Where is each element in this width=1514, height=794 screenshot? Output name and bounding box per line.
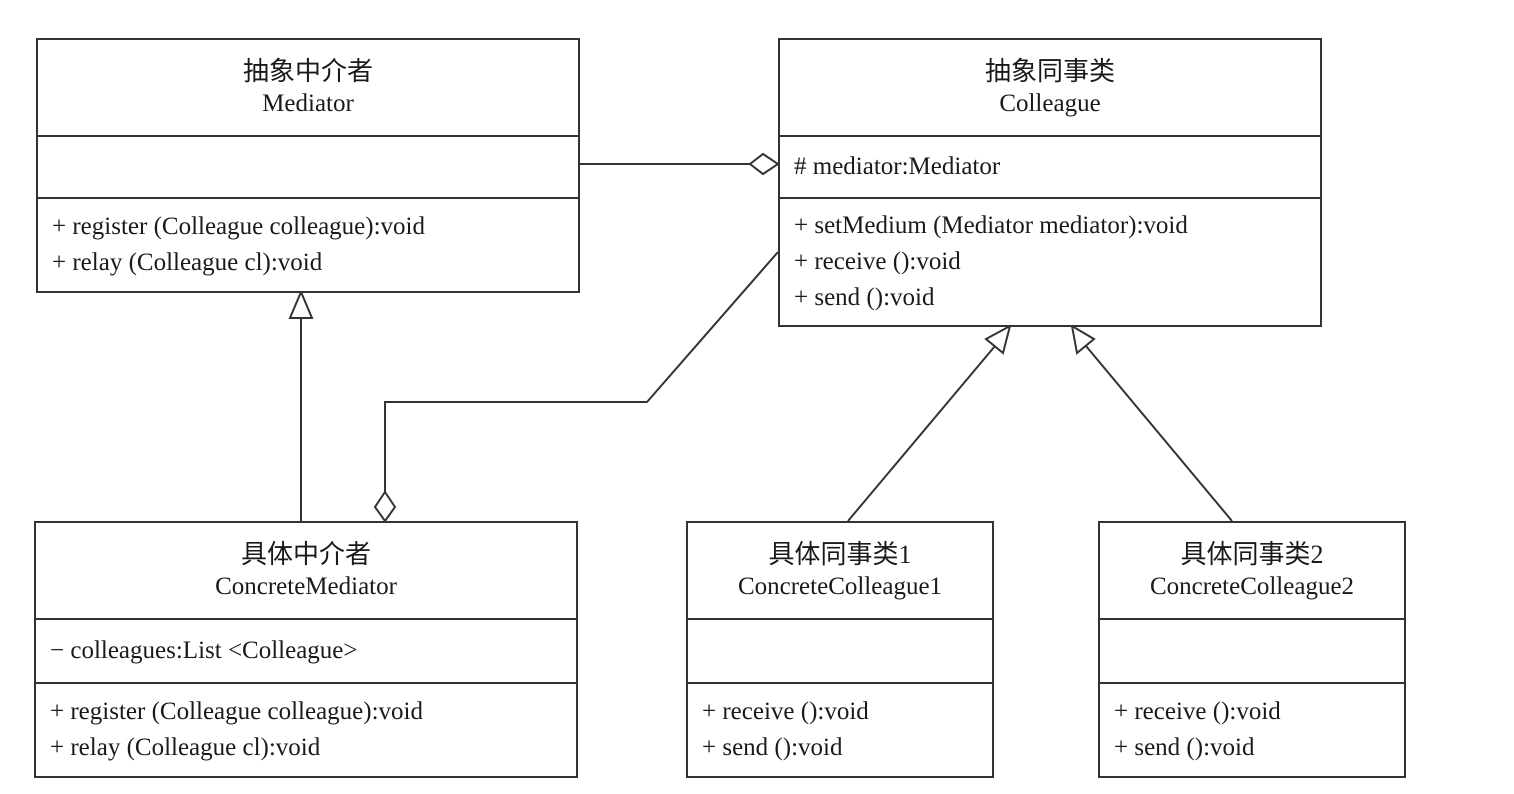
- attribute: # mediator:Mediator: [794, 153, 1001, 180]
- operation: + receive ():void: [1114, 698, 1281, 725]
- operations-compartment: + register (Colleague colleague):void + …: [36, 684, 576, 776]
- attributes-compartment: − colleagues:List <Colleague>: [36, 620, 576, 684]
- attribute: − colleagues:List <Colleague>: [50, 637, 358, 664]
- class-concrete-mediator[interactable]: 具体中介者 ConcreteMediator − colleagues:List…: [34, 521, 578, 778]
- generalization-concretecolleague2-colleague: [1085, 345, 1233, 522]
- class-name-en: ConcreteMediator: [215, 573, 397, 600]
- operation: + register (Colleague colleague):void: [50, 698, 423, 725]
- operation: + receive ():void: [702, 698, 869, 725]
- class-name-en: Colleague: [999, 90, 1101, 117]
- aggregation-diamond-colleague-side: [748, 152, 780, 176]
- aggregation-colleague-concretemediator: [384, 251, 779, 492]
- class-concrete-colleague1[interactable]: 具体同事类1 ConcreteColleague1 + receive ():v…: [686, 521, 994, 778]
- operation: + relay (Colleague cl):void: [52, 249, 323, 276]
- generalization-arrowhead-mediator: [288, 289, 314, 319]
- class-name-cn: 抽象同事类: [984, 57, 1115, 86]
- attributes-compartment: [38, 137, 578, 199]
- attributes-compartment: [1100, 620, 1404, 684]
- aggregation-diamond-concretemediator-side: [373, 490, 397, 523]
- class-name-en: ConcreteColleague1: [737, 573, 943, 600]
- class-name-cn: 抽象中介者: [242, 57, 373, 86]
- operation: + setMedium (Mediator mediator):void: [794, 212, 1188, 239]
- class-name-cn: 具体同事类1: [768, 540, 912, 569]
- operation: + register (Colleague colleague):void: [52, 213, 425, 240]
- attributes-compartment: # mediator:Mediator: [780, 137, 1320, 199]
- class-name-en: Mediator: [262, 90, 354, 117]
- attributes-compartment: [688, 620, 992, 684]
- operations-compartment: + setMedium (Mediator mediator):void + r…: [780, 199, 1320, 325]
- class-header: 具体中介者 ConcreteMediator: [36, 523, 576, 620]
- operation: + send ():void: [794, 284, 935, 311]
- operations-compartment: + receive ():void + send ():void: [1100, 684, 1404, 776]
- class-name-en: ConcreteColleague2: [1149, 573, 1355, 600]
- generalization-concretecolleague1-colleague: [847, 345, 996, 522]
- generalization-arrowhead-colleague-1: [984, 324, 1012, 355]
- class-name-cn: 具体同事类2: [1180, 540, 1324, 569]
- class-name-cn: 具体中介者: [240, 540, 371, 569]
- operation: + send ():void: [702, 734, 843, 761]
- class-concrete-colleague2[interactable]: 具体同事类2 ConcreteColleague2 + receive ():v…: [1098, 521, 1406, 778]
- class-header: 具体同事类2 ConcreteColleague2: [1100, 523, 1404, 620]
- class-header: 抽象同事类 Colleague: [780, 40, 1320, 137]
- operation: + send ():void: [1114, 734, 1255, 761]
- class-header: 具体同事类1 ConcreteColleague1: [688, 523, 992, 620]
- operation: + receive ():void: [794, 248, 961, 275]
- class-colleague[interactable]: 抽象同事类 Colleague # mediator:Mediator + se…: [778, 38, 1322, 327]
- operations-compartment: + register (Colleague colleague):void + …: [38, 199, 578, 291]
- operations-compartment: + receive ():void + send ():void: [688, 684, 992, 776]
- generalization-arrowhead-colleague-2: [1070, 324, 1096, 355]
- class-mediator[interactable]: 抽象中介者 Mediator + register (Colleague col…: [36, 38, 580, 293]
- class-header: 抽象中介者 Mediator: [38, 40, 578, 137]
- operation: + relay (Colleague cl):void: [50, 734, 321, 761]
